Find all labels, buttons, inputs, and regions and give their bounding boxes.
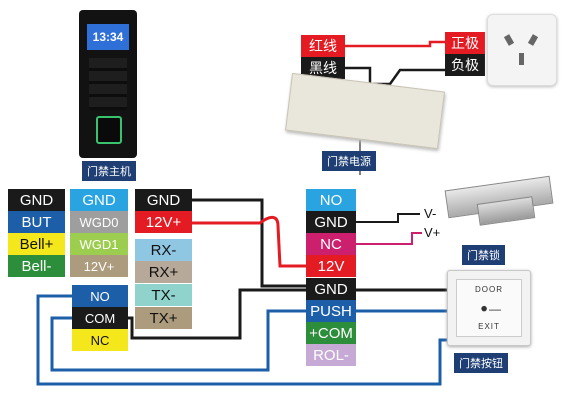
- exit-button-label: 门禁按钮: [454, 353, 508, 373]
- exit-button-device: DOOR ⚫— EXIT: [447, 270, 531, 346]
- col3-12v: 12V+: [135, 211, 192, 233]
- exit-button-door-text: DOOR: [475, 285, 503, 294]
- col3-tx-plus: TX+: [135, 307, 192, 329]
- power-supply-label: 门禁电源: [322, 151, 376, 171]
- mains-black-label: 黑线: [301, 57, 345, 79]
- col5-no: NO: [306, 189, 356, 211]
- col3-gnd: GND: [135, 189, 192, 211]
- col4-nc: NC: [72, 329, 128, 351]
- col2-gnd: GND: [70, 189, 128, 211]
- col3-rx-minus: RX-: [135, 239, 192, 261]
- col4-com: COM: [72, 307, 128, 329]
- power-12v-wire: [185, 215, 306, 268]
- col2-12v: 12V+: [70, 255, 128, 277]
- col5-12v: 12V: [306, 255, 356, 277]
- col5-gnd-lock: GND: [306, 211, 356, 233]
- lock-minus-label: V-: [424, 206, 437, 221]
- col5-nc: NC: [306, 233, 356, 255]
- mains-red-label: 红线: [301, 35, 345, 57]
- exit-button-exit-text: EXIT: [478, 322, 500, 331]
- col5-rol: ROL-: [306, 344, 356, 366]
- key-icon: ⚫—: [479, 302, 502, 316]
- lock-minus-wire: [355, 213, 420, 223]
- col4-no: NO: [72, 285, 128, 307]
- lock-plus-wire: [355, 232, 422, 245]
- lock-plus-label: V+: [424, 225, 441, 240]
- col3-tx-minus: TX-: [135, 284, 192, 306]
- col5-com: +COM: [306, 322, 356, 344]
- lock-label: 门禁锁: [462, 245, 505, 265]
- col1-bell-plus: Bell+: [8, 233, 65, 255]
- negative-label: 负极: [445, 54, 485, 76]
- col1-but: BUT: [8, 211, 65, 233]
- access-controller: 13:34: [79, 10, 137, 158]
- gnd-wire: [185, 198, 306, 288]
- col5-gnd-button: GND: [306, 278, 356, 300]
- col5-push: PUSH: [306, 300, 356, 322]
- col1-gnd: GND: [8, 189, 65, 211]
- col2-wgd1: WGD1: [70, 233, 128, 255]
- col1-bell-minus: Bell-: [8, 255, 65, 277]
- fingerprint-sensor: [96, 116, 122, 144]
- controller-screen: 13:34: [87, 24, 129, 50]
- positive-label: 正极: [445, 32, 485, 54]
- controller-label: 门禁主机: [82, 161, 136, 181]
- wall-socket: [487, 14, 557, 86]
- col3-rx-plus: RX+: [135, 261, 192, 283]
- mains-red-wire: [345, 40, 445, 48]
- col2-wgd0: WGD0: [70, 211, 128, 233]
- keypad: [89, 58, 127, 110]
